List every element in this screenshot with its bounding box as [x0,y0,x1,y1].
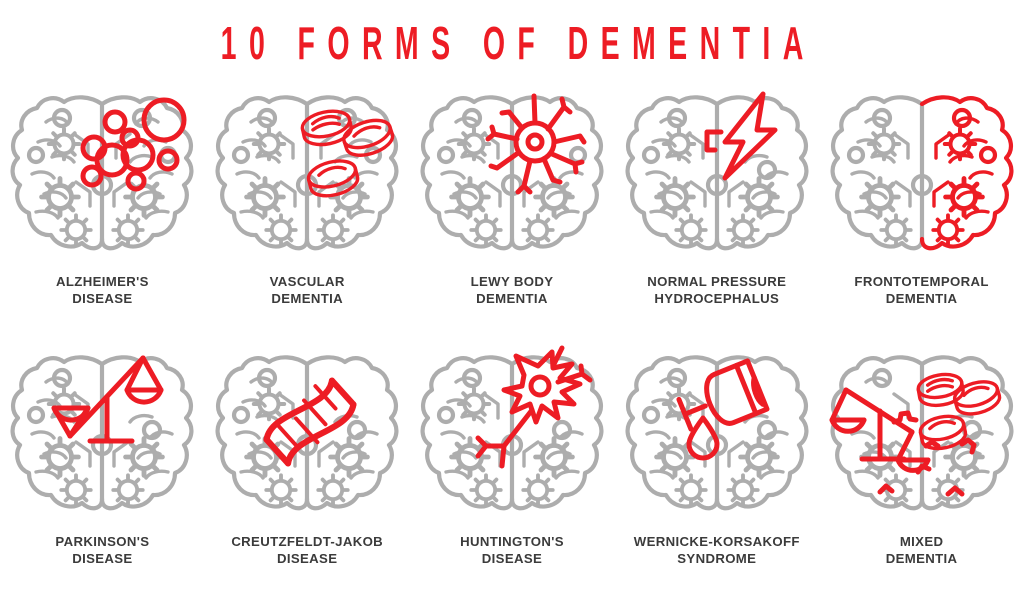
grid-item-vascular-dementia[interactable]: VASCULAR DEMENTIA [205,82,410,342]
brain-with-unbalanced-scales-icon [2,342,202,527]
brain-with-dna-helix-icon [207,342,407,527]
grid-item-wernicke-korsakoff-syndrome[interactable]: WERNICKE-KORSAKOFF SYNDROME [614,342,819,597]
brain-with-lewy-body-neuron-icon [412,82,612,267]
item-label: LEWY BODY DEMENTIA [470,274,554,306]
item-label: FRONTOTEMPORAL DEMENTIA [854,274,989,306]
dementia-forms-grid: ALZHEIMER'S DISEASE [0,82,1024,582]
item-label: CREUTZFELDT-JAKOB DISEASE [231,534,384,566]
item-label: ALZHEIMER'S DISEASE [56,274,149,306]
grid-item-mixed-dementia[interactable]: MIXED DEMENTIA [819,342,1024,597]
item-label: MIXED DEMENTIA [885,534,958,566]
page-title: 10 FORMS OF DEMENTIA [220,17,816,69]
item-label: HUNTINGTON'S DISEASE [460,534,564,566]
grid-item-normal-pressure-hydrocephalus[interactable]: NORMAL PRESSURE HYDROCEPHALUS [614,82,819,342]
grid-item-parkinsons-disease[interactable]: PARKINSON'S DISEASE [0,342,205,597]
grid-item-huntingtons-disease[interactable]: HUNTINGTON'S DISEASE [410,342,615,597]
brain-with-blood-cells-icon [207,82,407,267]
grid-item-frontotemporal-dementia[interactable]: FRONTOTEMPORAL DEMENTIA [819,82,1024,342]
brain-with-wine-glass-icon [617,342,817,527]
item-label: NORMAL PRESSURE HYDROCEPHALUS [647,274,787,306]
item-label: PARKINSON'S DISEASE [55,534,150,566]
item-label: VASCULAR DEMENTIA [269,274,345,306]
grid-item-alzheimers-disease[interactable]: ALZHEIMER'S DISEASE [0,82,205,342]
brain-with-neuron-axon-icon [412,342,612,527]
brain-with-lightning-bolt-icon [617,82,817,267]
brain-with-amyloid-plaques-icon [2,82,202,267]
brain-with-mixed-symbols-icon [822,342,1022,527]
grid-item-lewy-body-dementia[interactable]: LEWY BODY DEMENTIA [410,82,615,342]
brain-with-red-hemisphere-icon [822,82,1022,267]
item-label: WERNICKE-KORSAKOFF SYNDROME [633,534,800,566]
grid-item-creutzfeldt-jakob-disease[interactable]: CREUTZFELDT-JAKOB DISEASE [205,342,410,597]
